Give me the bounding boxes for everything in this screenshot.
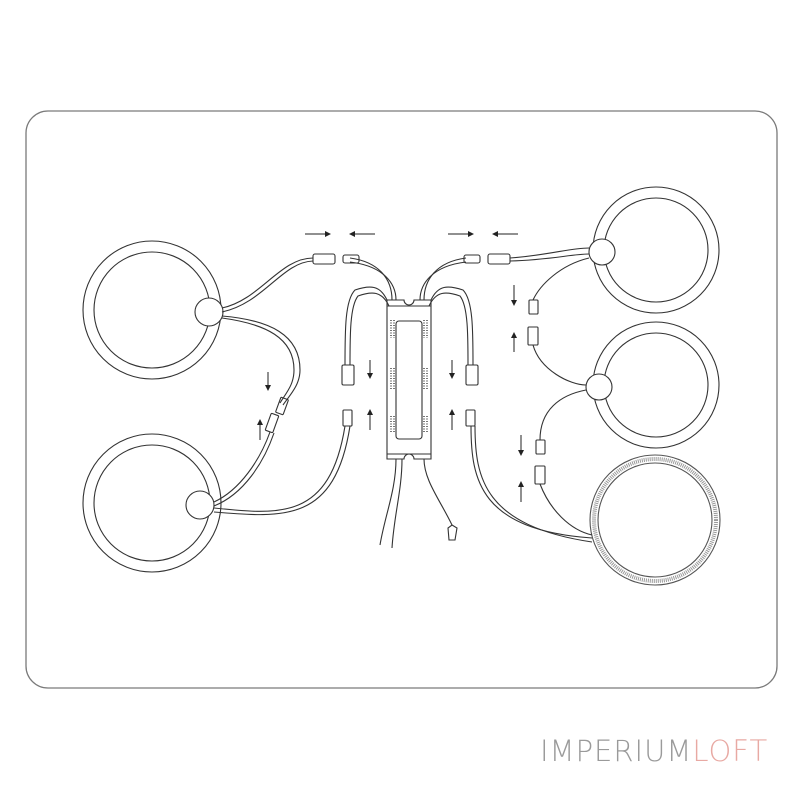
ring-right-bottom xyxy=(589,454,721,586)
connector xyxy=(312,253,336,265)
connector xyxy=(264,412,280,434)
brand-name-part2: LOFT xyxy=(692,734,769,768)
connector xyxy=(527,326,539,346)
diagram-frame xyxy=(25,110,778,689)
connector xyxy=(528,299,539,315)
connector xyxy=(342,254,360,264)
ring-right-middle xyxy=(585,321,720,449)
brand-logo: IMPERIUMLOFT xyxy=(540,734,768,768)
connector xyxy=(534,465,546,485)
ring-left-bottom xyxy=(82,433,222,573)
connector xyxy=(275,396,289,416)
brand-name-part1: IMPERIUM xyxy=(540,734,693,768)
connector xyxy=(341,364,355,386)
connector xyxy=(342,409,353,427)
ring-right-top xyxy=(588,186,720,314)
connector xyxy=(463,254,481,264)
connector xyxy=(487,253,511,265)
power-driver-box xyxy=(386,299,432,460)
connector xyxy=(535,439,546,455)
connector xyxy=(465,364,479,386)
connector xyxy=(465,409,476,427)
ring-left-top xyxy=(82,240,224,380)
